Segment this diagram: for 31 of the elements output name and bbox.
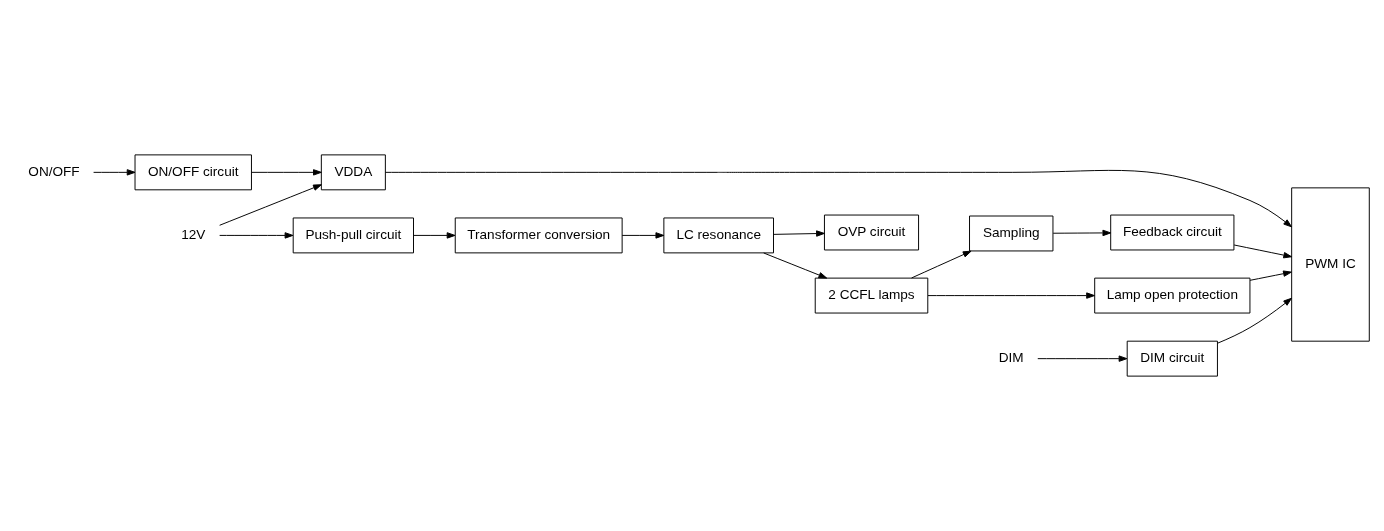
arrow: [219, 184, 322, 226]
node-box: Transformer conversion: [454, 217, 623, 254]
node-box: OVP circuit: [823, 214, 920, 251]
arrow: [763, 252, 828, 279]
node-box: Push-pull circuit: [292, 217, 414, 254]
node-box: Lamp open protection: [1094, 277, 1251, 314]
node-text: DIM: [998, 350, 1024, 366]
arrow: [773, 230, 825, 237]
node-box: LC resonance: [663, 217, 774, 254]
node-box: ON/OFF circuit: [134, 154, 252, 191]
arrow: [911, 250, 972, 279]
arrow: [1037, 355, 1128, 362]
node-text: ON/OFF: [28, 163, 80, 179]
node-box: Sampling: [969, 215, 1054, 252]
arrow: [1052, 229, 1112, 237]
arrow: [927, 292, 1095, 299]
arrow: [413, 232, 456, 239]
node-text: 12V: [181, 227, 206, 243]
arrow: [384, 169, 1292, 228]
arrow: [1249, 270, 1292, 281]
arrow: [251, 169, 322, 176]
node-box: 2 CCFL lamps: [814, 277, 929, 314]
arrow: [219, 232, 294, 239]
node-box: Feedback circuit: [1110, 214, 1235, 251]
arrow: [1233, 244, 1293, 259]
arrow: [93, 169, 136, 176]
node-box: DIM circuit: [1126, 340, 1218, 377]
node-box: PWM IC: [1291, 187, 1370, 342]
arrow: [621, 232, 665, 239]
node-box: VDDA: [320, 154, 386, 191]
arrow: [1217, 297, 1292, 344]
